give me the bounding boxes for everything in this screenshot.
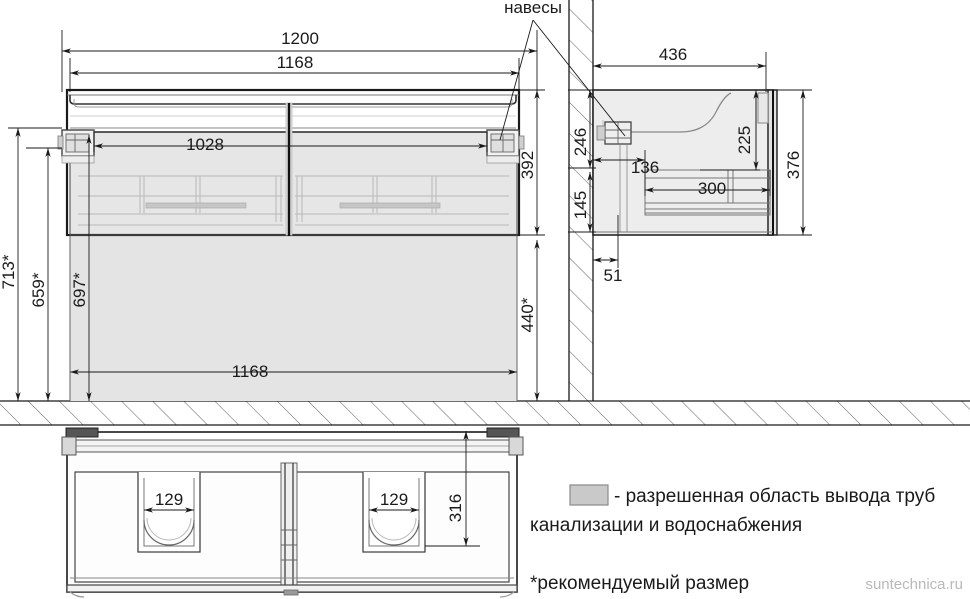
- dim-drawer-depth: 300: [698, 179, 726, 198]
- front-view: [57, 88, 525, 401]
- plan-view: [61, 427, 524, 598]
- dim-drawer-block-height: 392: [518, 151, 537, 179]
- dim-plan-depth: 316: [446, 494, 465, 522]
- dim-basin-height: 225: [735, 126, 754, 154]
- dim-body-width-bottom: 1168: [232, 362, 269, 381]
- dim-body-width-top: 1168: [277, 53, 314, 72]
- hanger-bracket-right: [486, 129, 525, 164]
- drawer-internals-right: [295, 175, 509, 226]
- watermark: suntechnica.ru: [865, 576, 963, 593]
- dim-bracket-offset: 136: [631, 158, 659, 177]
- dim-height-659: 659*: [29, 272, 48, 307]
- dim-wall-top-offset: 246: [571, 128, 590, 156]
- dim-drawer-width: 1028: [186, 135, 224, 154]
- side-view: [592, 89, 778, 236]
- dim-clearance-recommended: 440*: [518, 297, 537, 332]
- hangers-leader-lines: [499, 19, 626, 141]
- plan-hanger-right: [486, 427, 524, 456]
- dim-plan-cutout-left: 129: [155, 490, 183, 509]
- dim-side-depth: 436: [659, 45, 687, 64]
- plan-hanger-left: [61, 427, 99, 456]
- legend-color-swatch: [569, 484, 609, 506]
- hangers-label: навесы: [504, 0, 562, 17]
- legend-line-1: - разрешенная область вывода труб: [614, 486, 935, 507]
- dim-total-height: 713*: [0, 254, 18, 289]
- plan-cutout-right: [362, 472, 426, 553]
- floor-section: [0, 400, 970, 426]
- plan-cutout-left: [137, 472, 201, 553]
- dim-overall-width: 1200: [281, 29, 319, 48]
- legend-block: [569, 484, 609, 506]
- countertop-profile: [67, 89, 519, 129]
- hanger-bracket-side: [596, 121, 632, 145]
- dim-plan-cutout-right: 129: [380, 490, 408, 509]
- legend-note: *рекомендуемый размер: [530, 573, 749, 594]
- dim-wall-to-panel: 51: [604, 266, 623, 285]
- dim-side-total-height: 376: [784, 151, 803, 179]
- side-view-dimension-lines: [568, 52, 812, 268]
- dim-wall-lower-offset: 145: [571, 191, 590, 219]
- front-view-dimension-lines: [8, 30, 545, 402]
- plan-view-dimension-lines: [144, 431, 480, 547]
- legend-line-2: канализации и водоснабжения: [530, 515, 802, 536]
- drawer-internals-left: [78, 175, 283, 226]
- dim-height-697: 697*: [70, 272, 89, 307]
